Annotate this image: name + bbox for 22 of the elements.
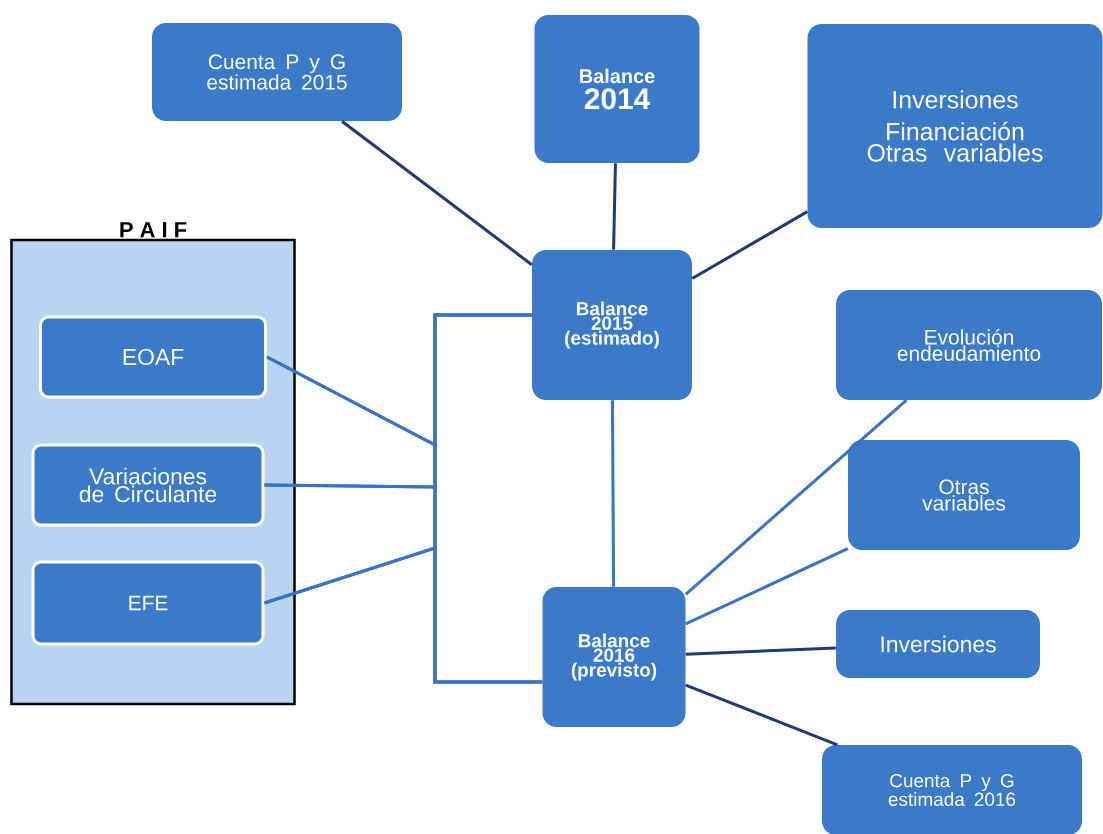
process-box: EFE xyxy=(31,560,265,646)
process-box: Balance 2015 (estimado) xyxy=(532,250,692,400)
connector-line xyxy=(612,163,617,250)
node-label: P A I F xyxy=(120,222,187,238)
process-box: Cuenta P y G estimada 2015 xyxy=(152,23,402,121)
process-box: EOAF xyxy=(39,315,267,399)
process-box: Evolución endeudamiento xyxy=(836,290,1102,400)
connector-line xyxy=(691,210,809,280)
connector-line xyxy=(685,547,849,626)
connector-line xyxy=(685,683,838,747)
process-box: Cuenta P y G estimada 2016 xyxy=(822,745,1082,834)
process-box: Variaciones de Circulante xyxy=(31,443,265,527)
process-box: Inversiones xyxy=(836,610,1040,678)
connector-line xyxy=(685,646,836,656)
connector-line xyxy=(341,120,533,266)
process-box: Balance 2016 (previsto) xyxy=(542,587,686,727)
connector-line xyxy=(684,399,908,596)
connector-line xyxy=(610,400,616,587)
process-box: Otras variables xyxy=(848,440,1080,550)
process-box: Inversiones Financiación Otras variables xyxy=(807,24,1103,228)
process-box: Balance 2014 xyxy=(534,15,700,163)
connector-line xyxy=(264,545,543,684)
